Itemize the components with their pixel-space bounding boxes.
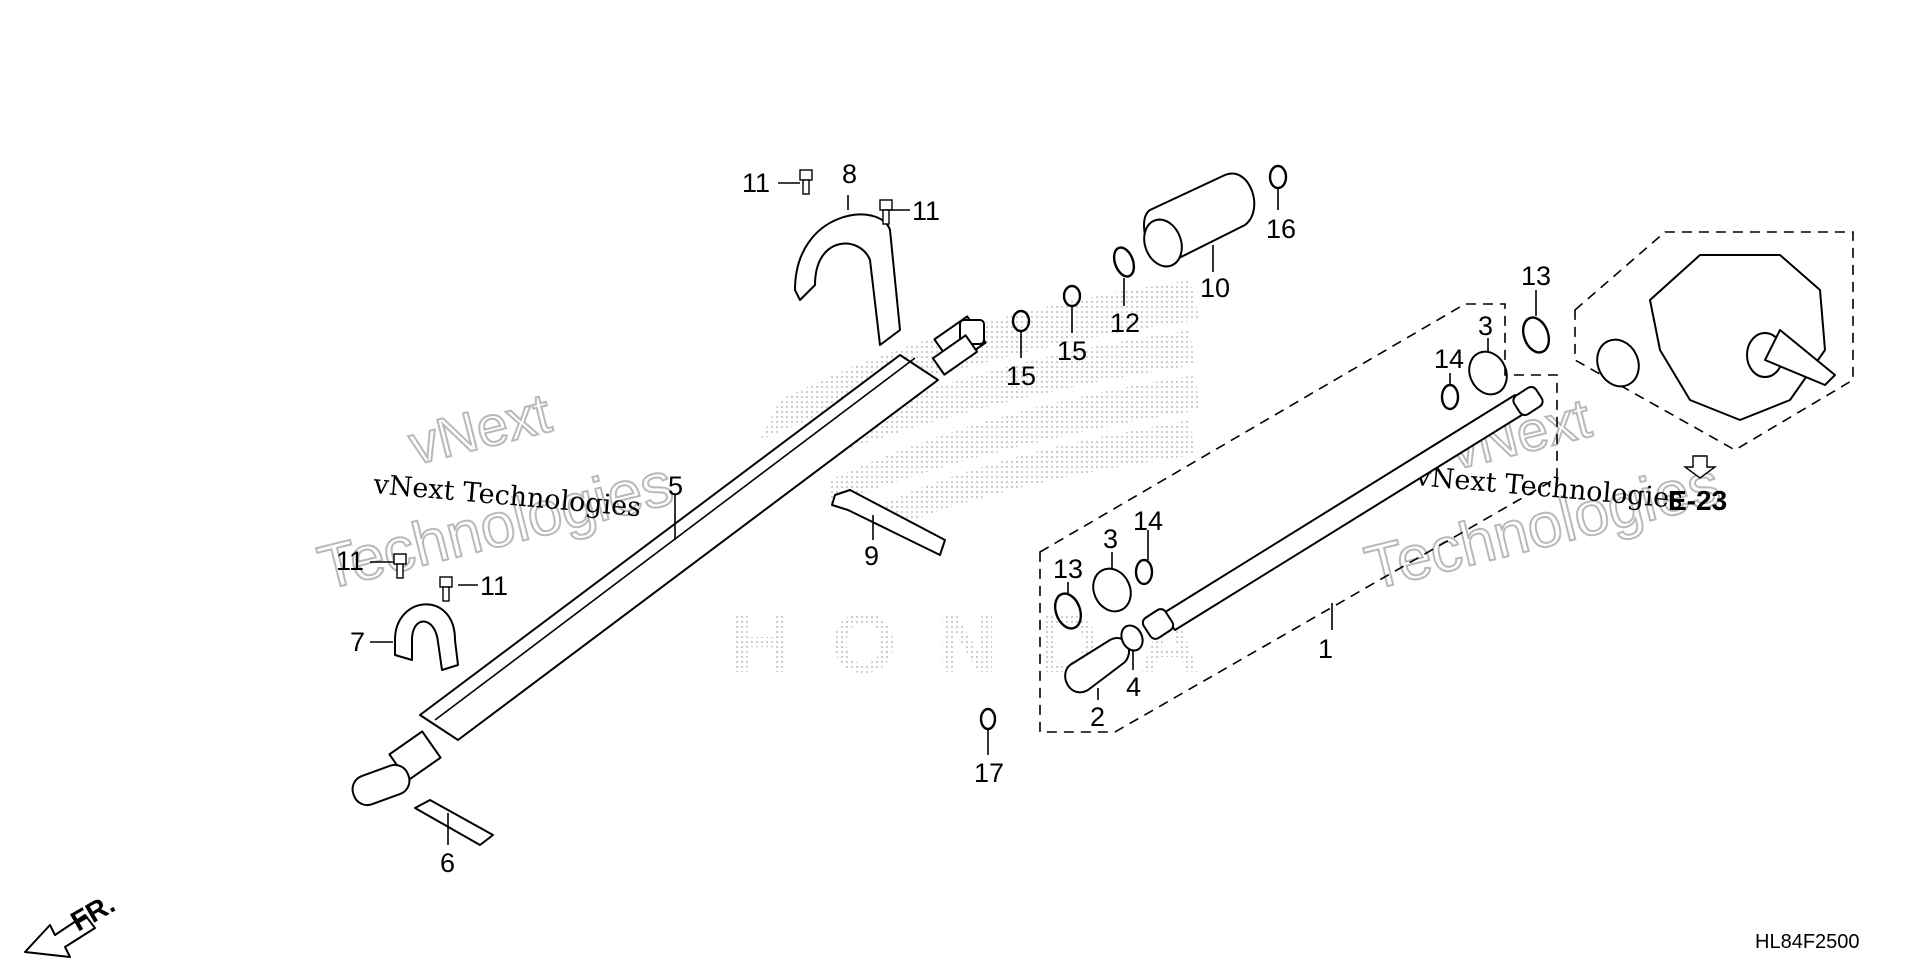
front-arrow-icon — [24, 914, 96, 958]
guard-part-8 — [794, 213, 901, 346]
callout-13a: 13 — [1521, 261, 1551, 291]
callout-15b: 15 — [1006, 361, 1036, 391]
ring-part-14b — [1134, 558, 1154, 586]
strap-part-9 — [831, 489, 946, 556]
ring-part-13a — [1521, 316, 1551, 354]
callout-11c: 11 — [336, 546, 364, 576]
callout-5: 5 — [668, 471, 683, 501]
propeller-shaft-part-5 — [351, 315, 987, 807]
assembly-outline-part-1 — [1039, 303, 1558, 733]
plate-part-6 — [414, 799, 494, 846]
callout-10: 10 — [1200, 273, 1230, 303]
callout-14b: 14 — [1133, 506, 1163, 536]
ring-part-16 — [1268, 164, 1288, 190]
callout-11a: 11 — [742, 168, 770, 198]
callout-11d: 11 — [480, 571, 508, 601]
callout-9: 9 — [864, 541, 879, 571]
reference-label: E-23 — [1668, 485, 1727, 516]
callout-3a: 3 — [1478, 311, 1493, 341]
callout-16: 16 — [1266, 214, 1296, 244]
front-direction-indicator: FR. — [24, 888, 120, 958]
callout-13b: 13 — [1053, 554, 1083, 584]
callout-15a: 15 — [1057, 336, 1087, 366]
callout-1: 1 — [1318, 634, 1333, 664]
callout-17: 17 — [974, 758, 1004, 788]
callout-12: 12 — [1110, 308, 1140, 338]
ring-part-13b — [1053, 592, 1083, 630]
spring-part-4 — [1120, 624, 1144, 652]
reference-arrow: E-23 — [1668, 455, 1727, 516]
final-gear-reference — [1574, 231, 1854, 451]
callout-14a: 14 — [1434, 344, 1464, 374]
callout-numbers: 1 2 3 3 4 5 6 7 8 9 10 11 11 11 11 12 13… — [336, 159, 1551, 878]
diagram-code: HL84F2500 — [1755, 931, 1860, 953]
ring-part-17 — [979, 707, 997, 731]
callout-7: 7 — [350, 627, 365, 657]
bolts-part-11 — [393, 169, 893, 602]
ring-part-12 — [1112, 246, 1136, 278]
joint-parts-2-3-4 — [1064, 350, 1508, 694]
callout-8: 8 — [842, 159, 857, 189]
boot-part-10 — [1143, 172, 1256, 268]
callout-11b: 11 — [912, 196, 940, 226]
boot-part-3b — [1092, 567, 1132, 613]
drive-shaft-part-1 — [1141, 385, 1544, 640]
joint-part-2 — [1064, 637, 1130, 694]
ring-part-14a — [1440, 383, 1460, 411]
callout-3b: 3 — [1103, 524, 1118, 554]
watermark-large-line1-left: vNext — [403, 381, 558, 477]
callout-6: 6 — [440, 848, 455, 878]
callout-4: 4 — [1126, 672, 1141, 702]
leader-lines — [370, 182, 1537, 845]
callout-2: 2 — [1090, 702, 1105, 732]
boot-part-3a — [1468, 350, 1508, 396]
guard-part-7 — [394, 603, 459, 671]
